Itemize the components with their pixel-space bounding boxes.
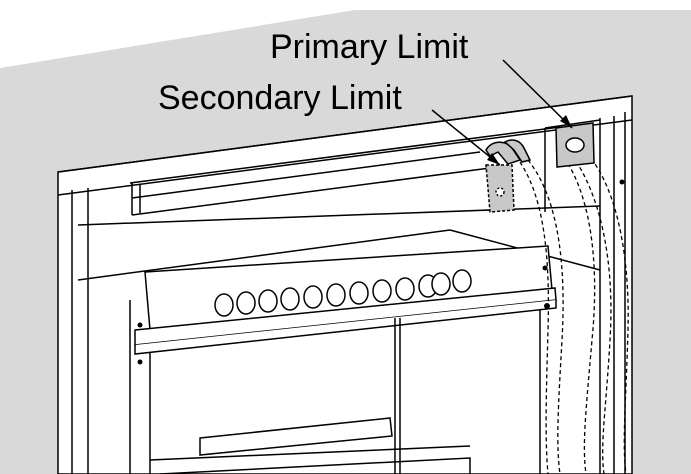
burner-ports (214, 269, 472, 317)
secondary-limit-label: Secondary Limit (158, 79, 402, 117)
top-header-band (57, 95, 633, 196)
secondary-limit-switch (485, 139, 532, 213)
primary-limit-switch (555, 122, 595, 168)
callout-leaders (431, 59, 573, 166)
limit-wiring-dashed (519, 147, 629, 474)
primary-limit-label: Primary Limit (270, 28, 469, 66)
firebox-interior (149, 310, 541, 474)
upper-channel (77, 119, 601, 281)
leader-arrowheads (487, 115, 572, 165)
